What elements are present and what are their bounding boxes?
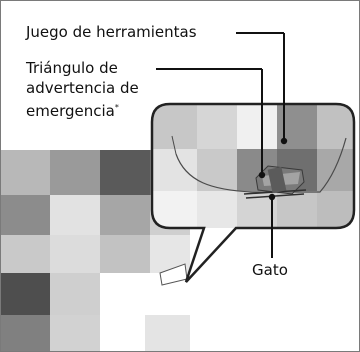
tool-kit-leader-line: [236, 32, 288, 145]
triangle-label: Triángulo de advertencia de emergencia*: [24, 58, 141, 121]
triangle-label-line-3-text: emergencia: [26, 102, 115, 120]
callout-zoom-view: [152, 104, 354, 228]
jack-label-text: Gato: [252, 261, 288, 279]
triangle-label-line-2: advertencia de: [26, 79, 139, 97]
callout-bubble-border: [150, 102, 356, 283]
tool-kit-label: Juego de herramientas: [24, 22, 199, 42]
triangle-leader-line: [156, 68, 266, 179]
tool-kit-label-text: Juego de herramientas: [26, 23, 197, 41]
tool-bag-and-jack: [243, 165, 307, 199]
jack-leader-line: [268, 193, 276, 258]
triangle-label-line-1: Triángulo de: [26, 59, 118, 77]
footnote-mark: *: [114, 103, 119, 112]
triangle-label-line-3: emergencia*: [26, 98, 139, 121]
jack-label: Gato: [249, 260, 291, 280]
